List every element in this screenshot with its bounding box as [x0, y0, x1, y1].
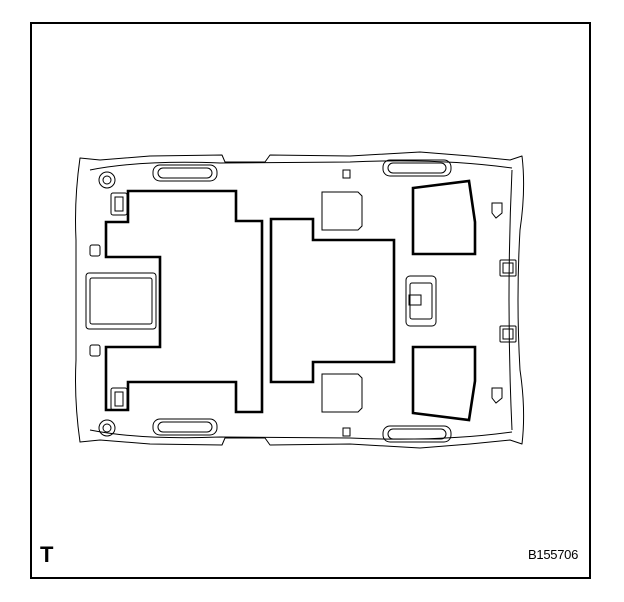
figure-code: B155706: [528, 547, 578, 562]
center-pad-top: [321, 191, 363, 231]
rear-clip-2: [499, 259, 517, 277]
grip-recess-rear-right: [382, 425, 452, 443]
rear-dome-light: [405, 275, 437, 327]
front-opening: [85, 272, 157, 330]
corner-label: T: [40, 542, 54, 567]
diagram-frame: [30, 22, 591, 579]
headliner-outer-edge: [75, 151, 525, 449]
rear-clip-3: [499, 325, 517, 343]
rear-clip-1: [491, 202, 503, 219]
clip-side-bottom: [89, 344, 101, 357]
clip-side-top: [89, 244, 101, 257]
center-pads: [321, 169, 363, 437]
grip-recess-front-left: [152, 164, 218, 182]
clip-front-bottom: [98, 419, 116, 437]
headliner-outline: [75, 151, 525, 449]
grip-recess-rear-left: [382, 159, 452, 177]
dome-light-outer: [405, 275, 437, 327]
rear-clips: [491, 202, 517, 404]
pad-rear-top: [411, 179, 477, 256]
center-clip-top: [342, 169, 351, 179]
center-pad-bottom: [321, 373, 363, 413]
clip-front-top: [98, 171, 116, 189]
front-clips: [89, 171, 128, 437]
grip-recess-front-right: [152, 418, 218, 436]
highlighted-pads: [104, 179, 477, 422]
pad-rear-bottom: [411, 345, 477, 422]
rear-clip-4: [491, 387, 503, 404]
pad-center: [269, 217, 396, 384]
pad-front: [104, 189, 264, 414]
visor-holder-top: [110, 192, 128, 216]
grip-recesses: [152, 159, 452, 443]
front-opening-outer: [85, 272, 157, 330]
dome-light-inner: [409, 282, 433, 320]
center-clip-bottom: [342, 427, 351, 437]
visor-holder-bottom: [110, 387, 128, 411]
front-opening-inner: [89, 277, 153, 325]
headliner-inner-edge: [89, 160, 513, 440]
